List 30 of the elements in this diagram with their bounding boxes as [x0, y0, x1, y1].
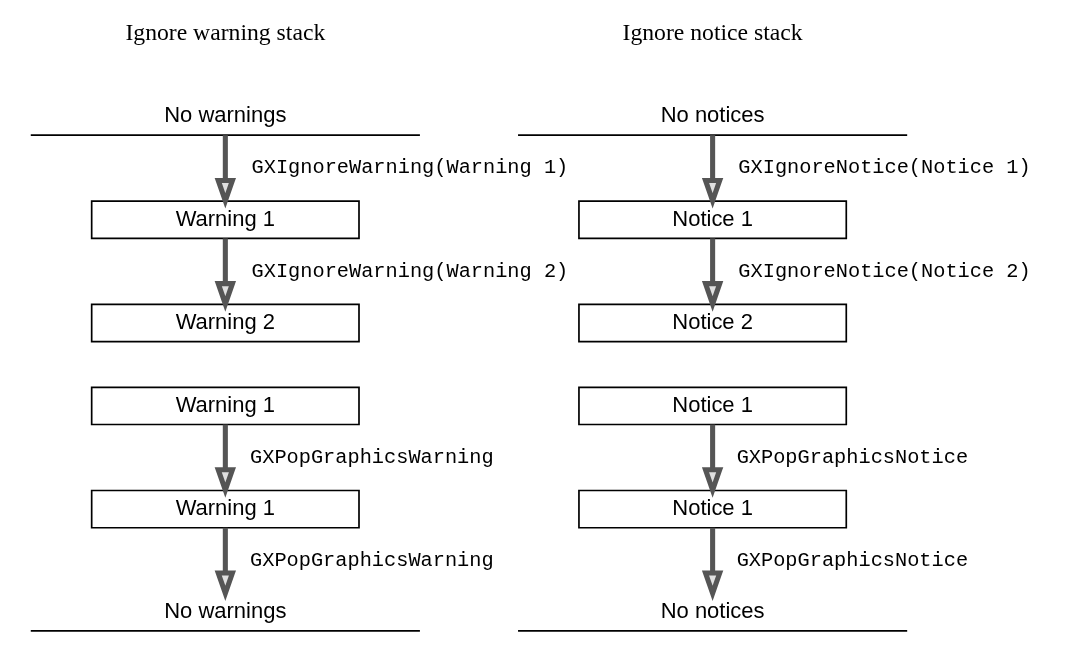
edge-label: GXIgnoreWarning(Warning 2)	[251, 259, 568, 283]
edge-label: GXPopGraphicsWarning	[249, 445, 494, 469]
edge-label: GXIgnoreNotice(Notice 1)	[737, 156, 1031, 180]
arrow	[214, 238, 236, 312]
arrow	[701, 238, 723, 312]
edge-label: GXPopGraphicsNotice	[736, 445, 968, 469]
node-box: Warning 1	[90, 386, 360, 426]
node-box: Warning 1	[90, 489, 360, 529]
arrow	[701, 424, 723, 498]
arrow	[214, 527, 236, 601]
node-text: No warnings	[163, 102, 286, 128]
node-box: Notice 2	[577, 303, 847, 343]
edge-label: GXPopGraphicsNotice	[736, 548, 968, 572]
node-text: No notices	[660, 598, 765, 624]
edge-label: GXIgnoreNotice(Notice 2)	[737, 259, 1031, 283]
node-box: Notice 1	[577, 489, 847, 529]
arrow	[214, 424, 236, 498]
arrow	[214, 135, 236, 209]
node-box: Notice 1	[577, 200, 847, 240]
label: Ignore warning stack	[124, 18, 325, 45]
edge-label: GXIgnoreWarning(Warning 1)	[251, 156, 568, 180]
arrow	[701, 135, 723, 209]
edge-label: GXPopGraphicsWarning	[249, 548, 494, 572]
node-text: No notices	[660, 102, 765, 128]
node-box: Warning 2	[90, 303, 360, 343]
node-box: Warning 1	[90, 200, 360, 240]
label: Ignore notice stack	[622, 18, 803, 45]
arrow	[701, 527, 723, 601]
node-box: Notice 1	[577, 386, 847, 426]
node-text: No warnings	[163, 598, 286, 624]
